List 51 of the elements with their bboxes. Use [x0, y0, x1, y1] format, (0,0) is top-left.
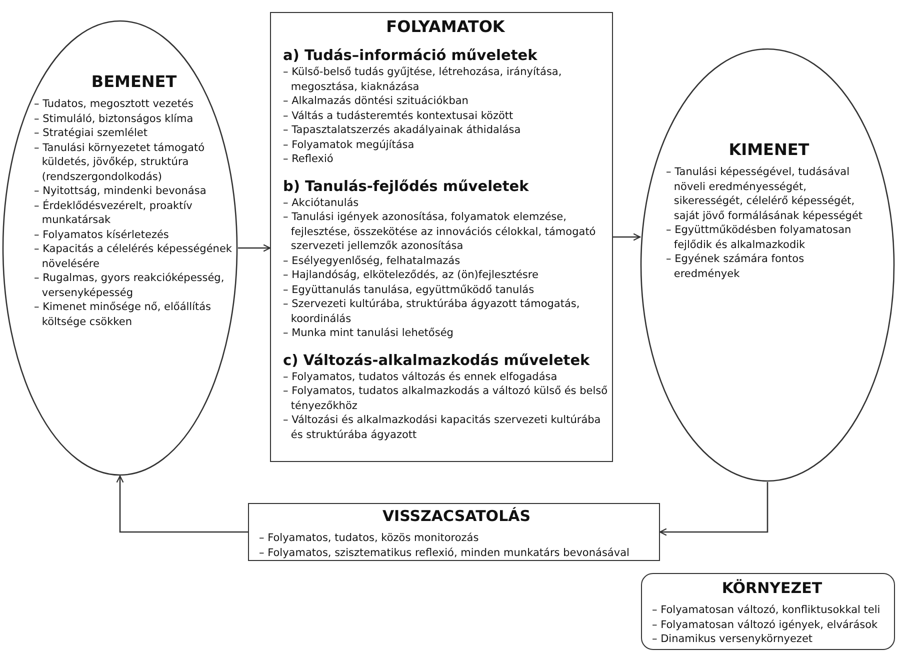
arrow — [238, 244, 271, 252]
list-item: – Kimenet minősége nő, előállítás költsége csökken — [34, 300, 212, 329]
list-item: – Szervezeti kultúrába, struktúrába ágyazott támogatás, koordinálás — [283, 297, 581, 326]
list-item: – Munka mint tanulási lehetőség — [283, 326, 454, 340]
list-item: – Váltás a tudásteremtés kontextusai között — [283, 108, 514, 123]
list-item: – Folyamatos, tudatos változás és ennek elfogadása — [283, 370, 558, 384]
heading: BEMENET — [90, 72, 178, 91]
list-item: – Tapasztalatszerzés akadályainak áthidalása — [283, 123, 522, 138]
list-item: – Változási és alkalmazkodási kapacitás szervezeti kultúrába és struktúrába ágyazott — [283, 413, 602, 442]
input-ellipse — [2, 20, 238, 476]
list-item: – Együttműködésben folyamatosan fejlődik és alkalmazkodik — [666, 223, 852, 252]
list-item: – Akciótanulás — [283, 196, 360, 210]
list-item: – Rugalmas, gyors reakcióképesség, versenyképesség — [34, 271, 226, 300]
list-item: – Reflexió — [283, 152, 334, 166]
heading: KÖRNYEZET — [720, 579, 824, 597]
heading: FOLYAMATOK — [385, 17, 506, 36]
list-item: – Külső-belső tudás gyűjtése, létrehozása, irányítása, megosztása, kiaknázása — [283, 65, 563, 94]
list-item: – Tanulási képességével, tudásával növeli eredményességét, sikerességét, célelérő képességét, saját jövő formálásának képességét — [666, 165, 864, 223]
arrow — [116, 475, 248, 533]
list-item: – Egyének számára fontos eredmények — [666, 252, 806, 281]
list-item: – Hajlandóság, elköteleződés, az (ön)fejlesztésre — [283, 268, 540, 282]
list-item: – Folyamatos, tudatos alkalmazkodás a változó külső és belső tényezőkhöz — [283, 384, 608, 413]
heading: VISSZACSATOLÁS — [381, 507, 532, 525]
list-item: – Kapacitás a célelérés képességének növelésére — [34, 242, 233, 271]
process-box — [270, 12, 613, 462]
feedback-box — [248, 503, 660, 561]
list-item: – Esélyegyenlőség, felhatalmazás — [283, 254, 462, 268]
list-item: – Stratégiai szemlélet — [34, 126, 149, 140]
list-item: – Tudatos, megosztott vezetés — [34, 97, 194, 112]
list-item: – Folyamatosan változó, konfliktusokkal teli — [652, 603, 882, 618]
list-item: – Dinamikus versenykörnyezet — [652, 632, 814, 646]
section-heading: b) Tanulás-fejlődés műveletek — [283, 178, 530, 196]
section-heading: c) Változás-alkalmazkodás műveletek — [283, 352, 591, 370]
output-ellipse — [640, 48, 895, 482]
list-item: – Folyamatosan változó igények, elvárások — [652, 618, 879, 632]
list-item: – Alkalmazás döntési szituációkban — [283, 94, 470, 108]
list-item: – Együttanulás tanulása, együttműködő tanulás — [283, 282, 536, 297]
list-item: – Érdeklődésvezérelt, proaktív munkatársak — [34, 198, 194, 228]
arrow — [613, 233, 641, 241]
section-heading: a) Tudás–információ műveletek — [283, 48, 538, 65]
list-item: – Tanulási környezetet támogató küldetés, jövőkép, struktúra (rendszergondolkodás) — [34, 140, 206, 184]
list-item: – Folyamatok megújítása — [283, 138, 416, 152]
list-item: – Folyamatos kísérletezés — [34, 228, 170, 242]
heading: KIMENET — [728, 140, 810, 159]
environment-box — [641, 573, 895, 650]
arrow — [659, 482, 768, 536]
list-item: – Tanulási igények azonosítása, folyamatok elemzése, fejlesztése, összekötése az innovációs célokkal, támogató szervezeti jellemzők azonosítása — [283, 210, 597, 254]
list-item: – Folyamatos, szisztematikus reflexió, minden munkatárs bevonásával — [259, 546, 630, 560]
list-item: – Stimuláló, biztonságos klíma — [34, 112, 194, 126]
list-item: – Folyamatos, tudatos, közös monitorozás — [259, 531, 480, 546]
list-item: – Nyitottság, mindenki bevonása — [34, 184, 208, 198]
